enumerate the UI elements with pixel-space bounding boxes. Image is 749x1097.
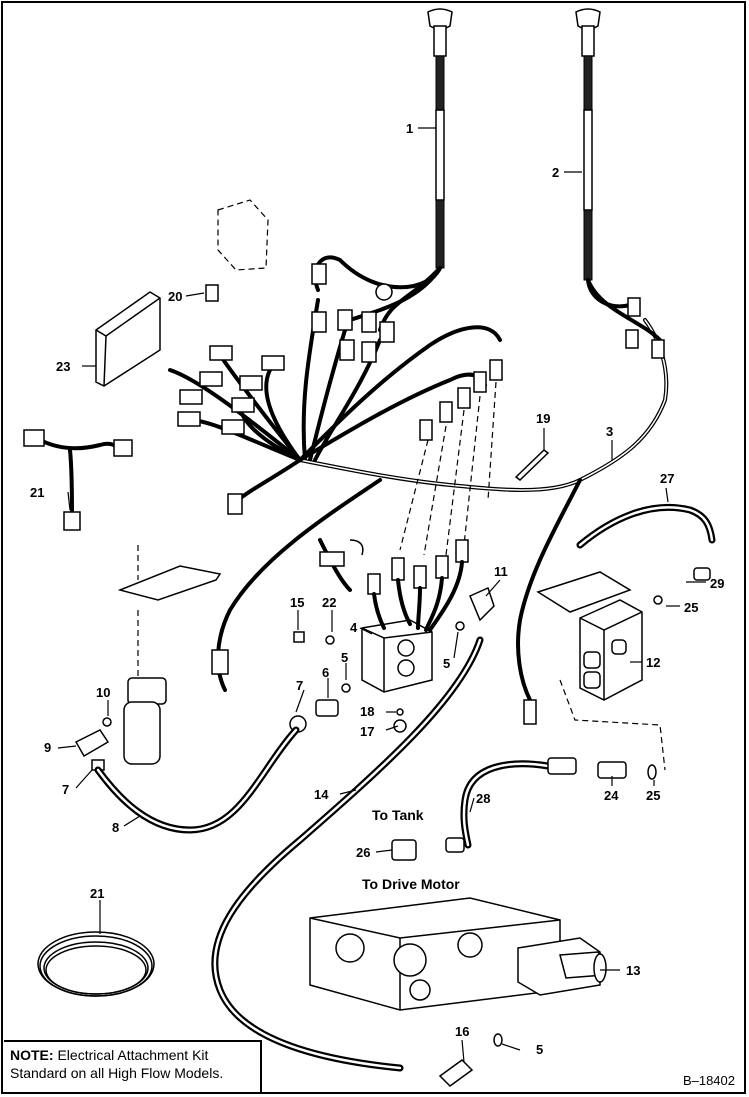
callout-15: 15 xyxy=(290,595,304,610)
valve-block-12 xyxy=(536,567,711,701)
callout-17: 17 xyxy=(360,724,374,739)
tee-fitting-26 xyxy=(391,837,465,861)
callout-23: 23 xyxy=(56,359,70,374)
callout-14: 14 xyxy=(314,787,329,802)
callout-3: 3 xyxy=(606,424,613,439)
tie-strap-19 xyxy=(514,449,550,481)
callout-25a: 25 xyxy=(684,600,698,615)
caption-to-drive-motor: To Drive Motor xyxy=(362,876,460,892)
note-box: NOTE: Electrical Attachment Kit Standard… xyxy=(4,1040,262,1092)
callout-24: 24 xyxy=(604,788,619,803)
controller-module-23 xyxy=(95,291,161,387)
callout-27: 27 xyxy=(660,471,674,486)
main-harness-3 xyxy=(211,278,669,725)
callout-5b: 5 xyxy=(443,656,450,671)
harness-branches-left xyxy=(168,345,302,462)
callout-22: 22 xyxy=(322,595,336,610)
callout-21a: 21 xyxy=(30,485,44,500)
callout-11: 11 xyxy=(494,564,508,579)
callout-20: 20 xyxy=(168,289,182,304)
figure-reference: B–18402 xyxy=(682,1073,735,1088)
callouts: 1 2 3 4 5 5 5 6 7 7 8 9 10 11 12 13 14 1… xyxy=(30,121,724,1057)
callout-13: 13 xyxy=(626,963,640,978)
note-text-2: Standard on all High Flow Models. xyxy=(10,1065,224,1081)
note-line-1: NOTE: Electrical Attachment Kit xyxy=(10,1046,254,1064)
harness-handle-1 xyxy=(301,255,442,462)
callout-1: 1 xyxy=(406,121,413,136)
hydraulic-pump-13 xyxy=(309,897,607,1011)
callout-25b: 25 xyxy=(646,788,660,803)
note-text-1: Electrical Attachment Kit xyxy=(57,1047,209,1063)
leader-lines xyxy=(57,127,706,1063)
callout-28: 28 xyxy=(476,791,490,806)
note-label: NOTE: xyxy=(10,1047,54,1063)
callout-26: 26 xyxy=(356,845,370,860)
callout-8: 8 xyxy=(112,820,119,835)
fittings-24-25 xyxy=(438,757,657,1087)
callout-6: 6 xyxy=(322,665,329,680)
callout-4: 4 xyxy=(350,620,358,635)
callout-5a: 5 xyxy=(341,650,348,665)
filter-assembly xyxy=(123,677,167,765)
caption-to-tank: To Tank xyxy=(372,807,424,823)
joystick-handle-1 xyxy=(427,8,453,269)
joystick-handle-2 xyxy=(575,8,601,281)
callout-2: 2 xyxy=(552,165,559,180)
relay-20 xyxy=(205,199,269,302)
small-fittings xyxy=(74,586,495,771)
callout-10: 10 xyxy=(96,685,110,700)
hose-27 xyxy=(576,503,716,549)
filter-bracket xyxy=(117,565,222,601)
solenoid-valve-4 xyxy=(318,538,469,693)
callout-7a: 7 xyxy=(296,678,303,693)
callout-21b: 21 xyxy=(90,886,104,901)
callout-7b: 7 xyxy=(62,782,69,797)
callout-29: 29 xyxy=(710,576,724,591)
callout-9: 9 xyxy=(44,740,51,755)
callout-19: 19 xyxy=(536,411,550,426)
callout-12: 12 xyxy=(646,655,660,670)
harness-21 xyxy=(23,429,133,531)
callout-5c: 5 xyxy=(536,1042,543,1057)
callout-16: 16 xyxy=(455,1024,469,1039)
harness-coil-21 xyxy=(37,931,155,997)
callout-18: 18 xyxy=(360,704,374,719)
